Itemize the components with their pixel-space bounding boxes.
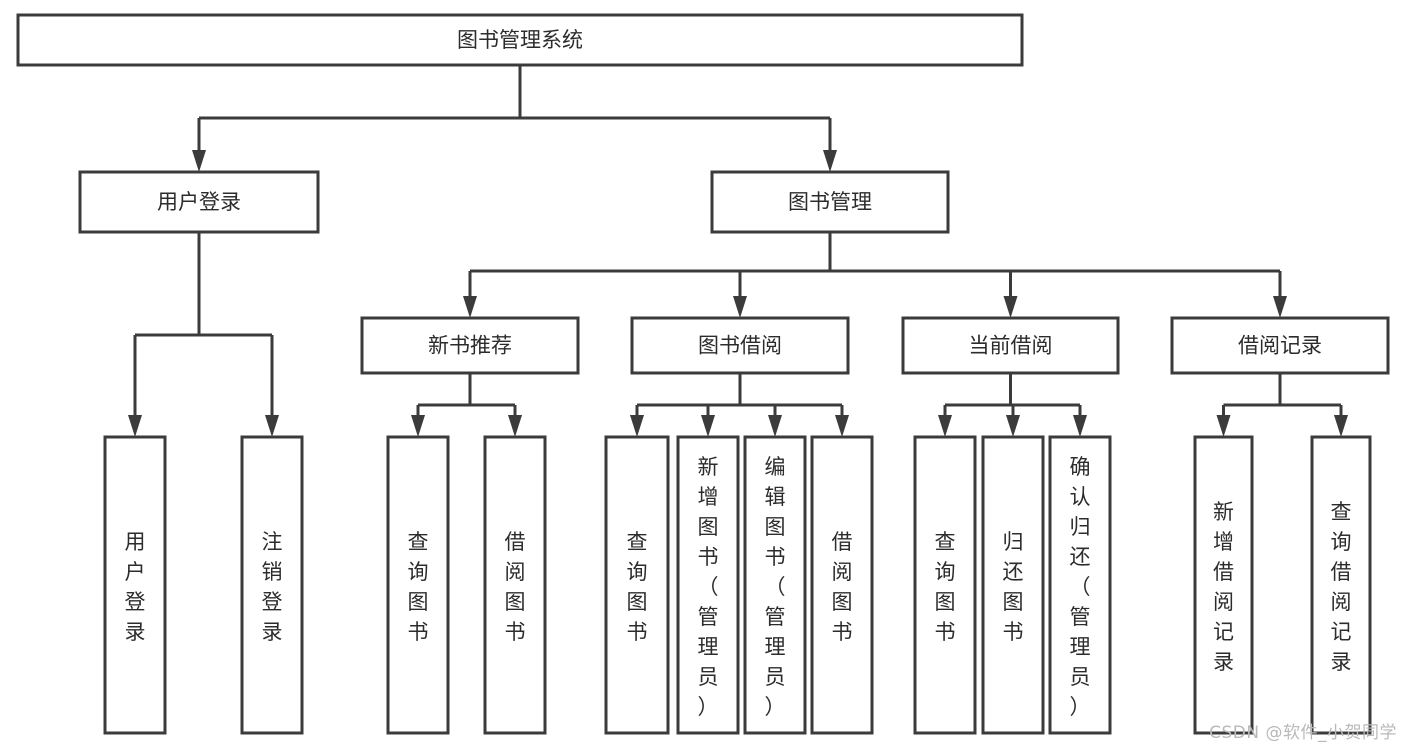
- node-leaf-query-record[interactable]: 查询借阅记录: [1310, 435, 1372, 735]
- node-box: [981, 435, 1045, 735]
- node-leaf-user-login[interactable]: 用户登录: [103, 435, 167, 735]
- arrow-head-icon: [463, 296, 477, 318]
- node-leaf-logout-login-label: 注销登录: [262, 530, 283, 644]
- node-leaf-confirm-return[interactable]: 确认归还（管理员）: [1048, 435, 1112, 735]
- arrow-head-icon: [1273, 296, 1287, 318]
- node-leaf-query-book-1-label: 查询图书: [408, 530, 429, 644]
- node-leaf-return-book[interactable]: 归还图书: [981, 435, 1045, 735]
- node-leaf-query-book-3[interactable]: 查询图书: [913, 435, 977, 735]
- root-label: 图书管理系统: [457, 28, 583, 52]
- node-book-manage[interactable]: 图书管理: [710, 170, 950, 234]
- node-leaf-confirm-return-label: 确认归还（管理员）: [1070, 455, 1091, 719]
- node-borrow-record[interactable]: 借阅记录: [1170, 316, 1390, 375]
- node-box: [630, 316, 850, 375]
- node-box: [1310, 435, 1372, 735]
- node-leaf-borrow-book-2[interactable]: 借阅图书: [810, 435, 874, 735]
- node-box: [604, 435, 670, 735]
- node-current-borrow-label: 当前借阅: [969, 334, 1053, 358]
- node-borrow-record-label: 借阅记录: [1238, 334, 1322, 358]
- node-leaf-user-login-label: 用户登录: [125, 530, 146, 644]
- node-box: [103, 435, 167, 735]
- node-leaf-logout-login[interactable]: 注销登录: [240, 435, 304, 735]
- node-leaf-borrow-book-1-label: 借阅图书: [505, 530, 526, 644]
- node-book-borrow[interactable]: 图书借阅: [630, 316, 850, 375]
- node-leaf-query-book-1[interactable]: 查询图书: [386, 435, 450, 735]
- arrow-head-icon: [733, 296, 747, 318]
- node-book-manage-label: 图书管理: [788, 190, 872, 214]
- node-leaf-add-book-label: 新增图书（管理员）: [698, 455, 719, 719]
- arrow-head-icon: [823, 150, 837, 172]
- arrow-head-icon: [1006, 415, 1020, 437]
- arrow-head-icon: [1073, 415, 1087, 437]
- node-leaf-edit-book[interactable]: 编辑图书（管理员）: [743, 435, 807, 735]
- arrow-head-icon: [128, 415, 142, 437]
- node-box: [1048, 435, 1112, 735]
- node-new-book-recommend-label: 新书推荐: [428, 334, 512, 358]
- arrow-head-icon: [411, 415, 425, 437]
- node-new-book-recommend[interactable]: 新书推荐: [360, 316, 580, 375]
- arrow-head-icon: [1216, 415, 1231, 437]
- node-box: [743, 435, 807, 735]
- arrow-head-icon: [938, 415, 952, 437]
- node-leaf-query-book-2[interactable]: 查询图书: [604, 435, 670, 735]
- arrow-head-icon: [508, 415, 522, 437]
- node-leaf-borrow-book-2-label: 借阅图书: [832, 530, 853, 644]
- node-leaf-borrow-book-1[interactable]: 借阅图书: [483, 435, 547, 735]
- node-user-login[interactable]: 用户登录: [78, 170, 320, 234]
- node-current-borrow[interactable]: 当前借阅: [901, 316, 1120, 375]
- node-box: [810, 435, 874, 735]
- node-leaf-edit-book-label: 编辑图书（管理员）: [765, 455, 786, 719]
- node-box: [1193, 435, 1254, 735]
- node-leaf-query-book-2-label: 查询图书: [627, 530, 648, 644]
- node-leaf-add-book[interactable]: 新增图书（管理员）: [676, 435, 740, 735]
- node-box: [1170, 316, 1390, 375]
- arrow-head-icon: [1334, 415, 1348, 437]
- arrow-head-icon: [1003, 296, 1018, 318]
- node-layer: 图书管理系统用户登录图书管理新书推荐图书借阅当前借阅借阅记录用户登录注销登录查询…: [16, 13, 1390, 735]
- arrow-head-icon: [768, 415, 782, 437]
- node-user-login-label: 用户登录: [157, 190, 241, 214]
- node-leaf-query-record-label: 查询借阅记录: [1331, 500, 1352, 674]
- node-box: [913, 435, 977, 735]
- node-box: [901, 316, 1120, 375]
- node-root-book-management-system[interactable]: 图书管理系统: [16, 13, 1024, 67]
- node-box: [710, 170, 950, 234]
- node-leaf-add-record[interactable]: 新增借阅记录: [1193, 435, 1254, 735]
- arrow-head-icon: [265, 415, 279, 437]
- node-box: [360, 316, 580, 375]
- node-leaf-query-book-3-label: 查询图书: [935, 530, 956, 644]
- node-box: [240, 435, 304, 735]
- node-box: [483, 435, 547, 735]
- node-box: [386, 435, 450, 735]
- node-leaf-return-book-label: 归还图书: [1003, 530, 1024, 644]
- watermark-text: CSDN @软件_小贺同学: [1209, 723, 1397, 743]
- arrow-head-icon: [630, 415, 644, 437]
- node-box: [78, 170, 320, 234]
- node-box: [676, 435, 740, 735]
- arrow-head-icon: [192, 150, 206, 172]
- connector-layer: [128, 65, 1348, 437]
- node-box: [16, 13, 1024, 67]
- arrow-head-icon: [835, 415, 849, 437]
- node-leaf-add-record-label: 新增借阅记录: [1213, 500, 1234, 674]
- node-book-borrow-label: 图书借阅: [698, 334, 782, 358]
- arrow-head-icon: [701, 415, 715, 437]
